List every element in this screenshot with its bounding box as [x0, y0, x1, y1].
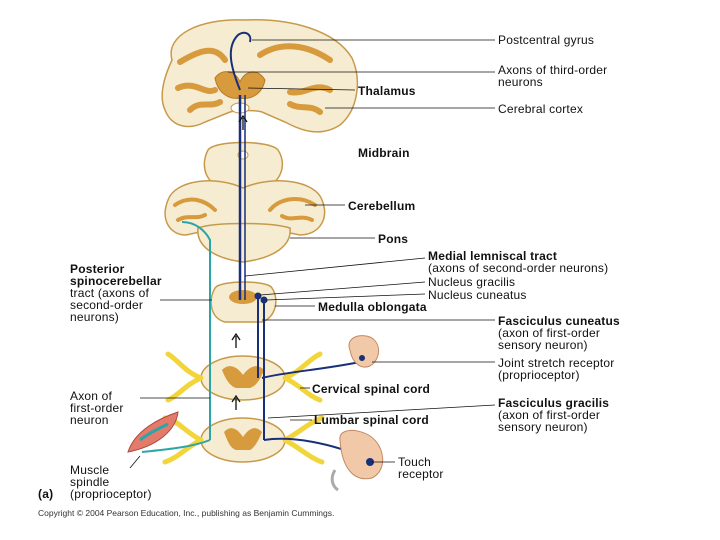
label-fasciculus-gracilis-1: Fasciculus gracilis [498, 396, 610, 410]
label-fasciculus-cuneatus-3: sensory neuron) [498, 338, 588, 352]
label-muscle-spindle-2: spindle [70, 475, 110, 489]
label-nucleus-cuneatus: Nucleus cuneatus [428, 288, 527, 302]
label-fasciculus-gracilis-2: (axon of first-order [498, 408, 601, 422]
label-medial-lemniscal-1: Medial lemniscal tract [428, 249, 558, 263]
label-fasciculus-cuneatus-1: Fasciculus cuneatus [498, 314, 620, 328]
label-posterior-3: tract (axons of [70, 286, 150, 300]
label-axons-third-order-2: neurons [498, 75, 543, 89]
label-posterior-4: second-order [70, 298, 144, 312]
label-posterior-5: neurons) [70, 310, 119, 324]
medulla-section [210, 281, 277, 323]
label-midbrain: Midbrain [358, 146, 410, 160]
label-cerebellum: Cerebellum [348, 199, 416, 213]
label-muscle-spindle-3: (proprioceptor) [70, 487, 152, 501]
label-posterior-2: spinocerebellar [70, 274, 162, 288]
label-posterior-1: Posterior [70, 262, 125, 276]
label-axon-first-1: Axon of [70, 389, 113, 403]
label-panel-a: (a) [38, 487, 54, 501]
leader-lines [129, 39, 496, 469]
cerebrum-section [161, 19, 359, 133]
neural-pathways [141, 31, 371, 461]
label-axons-third-order-1: Axons of third-order [498, 63, 608, 77]
label-pons: Pons [378, 232, 409, 246]
label-thalamus: Thalamus [358, 84, 416, 98]
label-cervical-cord: Cervical spinal cord [312, 382, 431, 396]
label-axon-first-3: neuron [70, 413, 109, 427]
label-lumbar-cord: Lumbar spinal cord [314, 413, 429, 427]
copyright-notice: Copyright © 2004 Pearson Education, Inc.… [38, 508, 335, 518]
label-fasciculus-cuneatus-2: (axon of first-order [498, 326, 601, 340]
label-nucleus-gracilis: Nucleus gracilis [428, 275, 516, 289]
label-cerebral-cortex: Cerebral cortex [498, 102, 584, 116]
label-joint-receptor-1: Joint stretch receptor [498, 356, 615, 370]
label-medial-lemniscal-2: (axons of second-order neurons) [428, 261, 609, 275]
label-medulla: Medulla oblongata [318, 300, 427, 314]
label-axon-first-2: first-order [70, 401, 124, 415]
cervical-cord-section [165, 351, 323, 403]
label-muscle-spindle-1: Muscle [70, 463, 110, 477]
label-joint-receptor-2: (proprioceptor) [498, 368, 580, 382]
label-touch-receptor-1: Touch [398, 455, 432, 469]
label-fasciculus-gracilis-3: sensory neuron) [498, 420, 588, 434]
label-touch-receptor-2: receptor [398, 467, 444, 481]
joint-receptor [348, 335, 379, 368]
touch-receptor [330, 430, 384, 492]
label-postcentral-gyrus: Postcentral gyrus [498, 33, 595, 47]
muscle-spindle [127, 411, 179, 453]
